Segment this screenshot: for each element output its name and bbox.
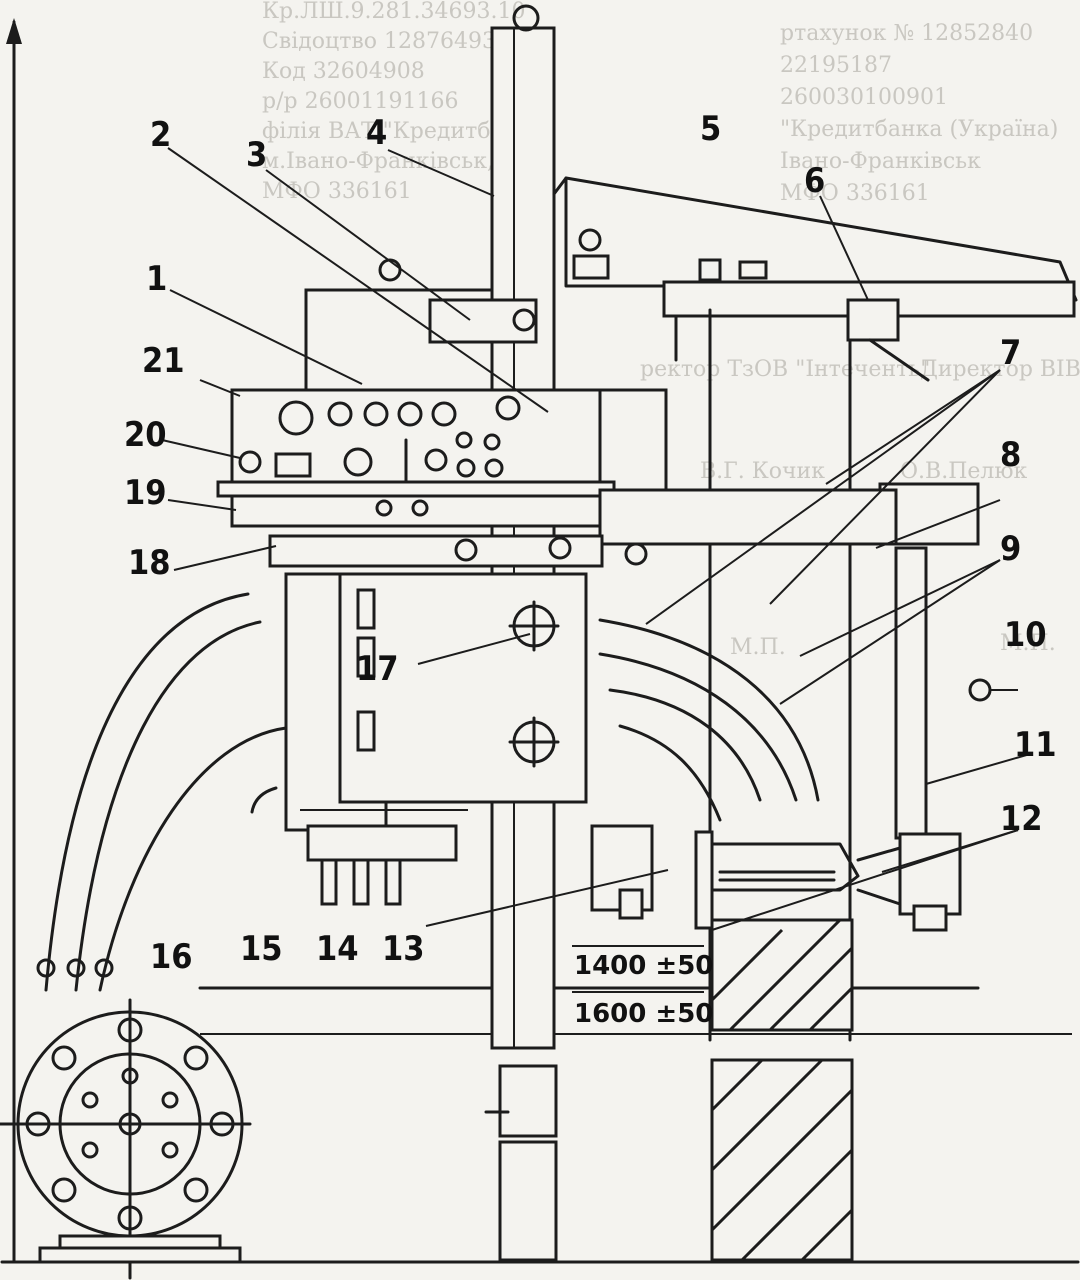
carriage: [268, 534, 648, 568]
callout-6: 6: [804, 161, 825, 201]
dimension-inner: 1400 ±50: [574, 951, 713, 981]
ghost-line-2: Свідоцтво 12876493: [262, 29, 496, 54]
ghost-line-4: р/р 26001191166: [262, 89, 459, 114]
ghost-line-14: ректор ТзОВ "Інтеченть": [640, 357, 930, 382]
control-panel: [230, 388, 668, 492]
callout-17: 17: [356, 649, 399, 689]
callout-18: 18: [128, 543, 171, 583]
callout-21: 21: [142, 341, 185, 381]
cross-rail: [216, 480, 898, 546]
callout-12: 12: [1000, 799, 1043, 839]
callout-1: 1: [146, 259, 167, 299]
ghost-line-7: МФО 336161: [262, 179, 412, 204]
callout-10: 10: [1004, 615, 1047, 655]
background-text: Кр.ЛШ.9.281.34693.10 Свідоцтво 12876493 …: [262, 0, 1080, 660]
callout-11: 11: [1014, 725, 1057, 765]
callout-8: 8: [1000, 435, 1021, 475]
ghost-line-10: 260030100901: [780, 85, 948, 110]
ghost-line-13: МФО 336161: [780, 181, 930, 206]
ghost-line-3: Код 32604908: [262, 59, 425, 84]
callout-3: 3: [246, 135, 267, 175]
welding-head: [284, 572, 588, 906]
callout-13: 13: [382, 929, 425, 969]
flange-wheel: [0, 998, 252, 1280]
ghost-line-16: В.Г. Кочик: [700, 459, 825, 484]
hatched-supports: [710, 918, 854, 1262]
pipe-rollers: [590, 824, 902, 930]
upper-carriage: [304, 258, 538, 392]
callout-19: 19: [124, 473, 167, 513]
callout-4: 4: [366, 113, 387, 153]
ghost-line-12: Івано-Франківськ: [780, 149, 981, 174]
callout-7: 7: [1000, 333, 1021, 373]
dimension-outer: 1600 ±50: [574, 999, 713, 1029]
callout-labels: 1 2 3 4 5 6 7 8 9 10 11 12 13 14 15 16 1…: [124, 109, 1057, 977]
hoses: [36, 592, 820, 992]
right-frame: [708, 308, 992, 1042]
boom-arm: [552, 176, 1078, 382]
ghost-line-8: ртахунок № 12852840: [780, 21, 1033, 46]
callout-15: 15: [240, 929, 283, 969]
callout-2: 2: [150, 115, 171, 155]
ghost-line-6: м.Івано-Франківськ,: [262, 149, 494, 174]
ghost-line-18: М.П.: [1000, 631, 1056, 656]
callout-9: 9: [1000, 529, 1021, 569]
callout-20: 20: [124, 415, 167, 455]
callout-16: 16: [150, 937, 193, 977]
ghost-line-15: Директор ВІВ "Енк": [920, 357, 1080, 382]
callout-5: 5: [700, 109, 721, 149]
leader-lines: [161, 147, 1031, 931]
callout-14: 14: [316, 929, 359, 969]
ghost-line-19: М.П.: [730, 635, 786, 660]
ghost-line-1: Кр.ЛШ.9.281.34693.10: [262, 0, 526, 24]
dimension-labels: 1400 ±50 1600 ±50: [572, 945, 713, 1029]
ghost-line-17: О.В.Пелюк: [900, 459, 1028, 484]
ghost-line-11: "Кредитбанка (Україна): [780, 117, 1058, 142]
ghost-line-9: 22195187: [780, 53, 892, 78]
